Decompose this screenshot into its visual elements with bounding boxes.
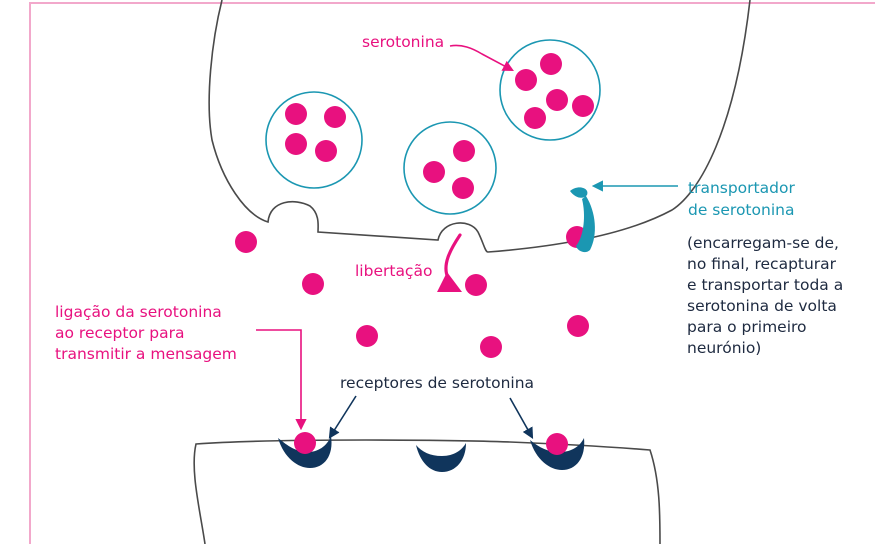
receptor-right — [530, 433, 584, 470]
label-transportador-line-1: transportador — [688, 179, 795, 197]
label-nota-line-3: e transportar toda a — [687, 276, 843, 294]
arrow-libertacao — [446, 235, 460, 290]
serotonin-molecule — [302, 273, 324, 295]
label-nota-line-5: para o primeiro — [687, 318, 807, 336]
label-nota-line-1: (encarregam-se de, — [687, 234, 839, 252]
receptor-left — [278, 432, 332, 468]
arrow-receptor-right — [510, 398, 532, 437]
label-ligacao-line-1: ligação da serotonina — [55, 303, 222, 321]
label-receptores: receptores de serotonina — [340, 374, 534, 392]
label-nota-line-6: neurónio) — [687, 339, 761, 357]
label-nota-line-2: no final, recapturar — [687, 255, 837, 273]
vesicle-middle — [404, 122, 496, 214]
label-transportador: transportador de serotonina — [688, 179, 800, 219]
serotonin-molecule — [465, 274, 487, 296]
free-serotonin — [235, 226, 589, 358]
serotonin-molecule — [356, 325, 378, 347]
serotonin-molecule — [480, 336, 502, 358]
label-ligacao: ligação da serotonina ao receptor para t… — [55, 303, 237, 363]
arrow-receptor-left — [330, 396, 356, 437]
label-serotonina: serotonina — [362, 33, 444, 51]
serotonin-molecule — [285, 133, 307, 155]
label-transportador-line-2: de serotonina — [688, 201, 794, 219]
presynaptic-neuron-membrane — [209, 0, 750, 252]
label-libertacao: libertação — [355, 262, 432, 280]
serotonin-molecule — [546, 433, 568, 455]
serotonin-molecule — [324, 106, 346, 128]
vesicle-right — [500, 40, 600, 140]
serotonin-molecule — [294, 432, 316, 454]
serotonin-molecule — [235, 231, 257, 253]
serotonin-molecule — [452, 177, 474, 199]
label-ligacao-line-2: ao receptor para — [55, 324, 184, 342]
arrow-serotonina — [450, 45, 512, 70]
serotonin-molecule — [285, 103, 307, 125]
vesicle-left — [266, 92, 362, 188]
arrow-ligacao — [256, 330, 301, 428]
label-nota: (encarregam-se de, no final, recapturar … — [687, 234, 848, 357]
serotonin-molecule — [515, 69, 537, 91]
serotonin-molecule — [453, 140, 475, 162]
serotonin-molecule — [546, 89, 568, 111]
serotonin-molecule — [524, 107, 546, 129]
label-nota-line-4: serotonina de volta — [687, 297, 837, 315]
serotonin-molecule — [540, 53, 562, 75]
receptor-middle — [416, 443, 466, 472]
label-ligacao-line-3: transmitir a mensagem — [55, 345, 237, 363]
serotonin-molecule — [572, 95, 594, 117]
serotonin-molecule — [315, 140, 337, 162]
serotonin-molecule — [567, 315, 589, 337]
serotonin-molecule — [423, 161, 445, 183]
